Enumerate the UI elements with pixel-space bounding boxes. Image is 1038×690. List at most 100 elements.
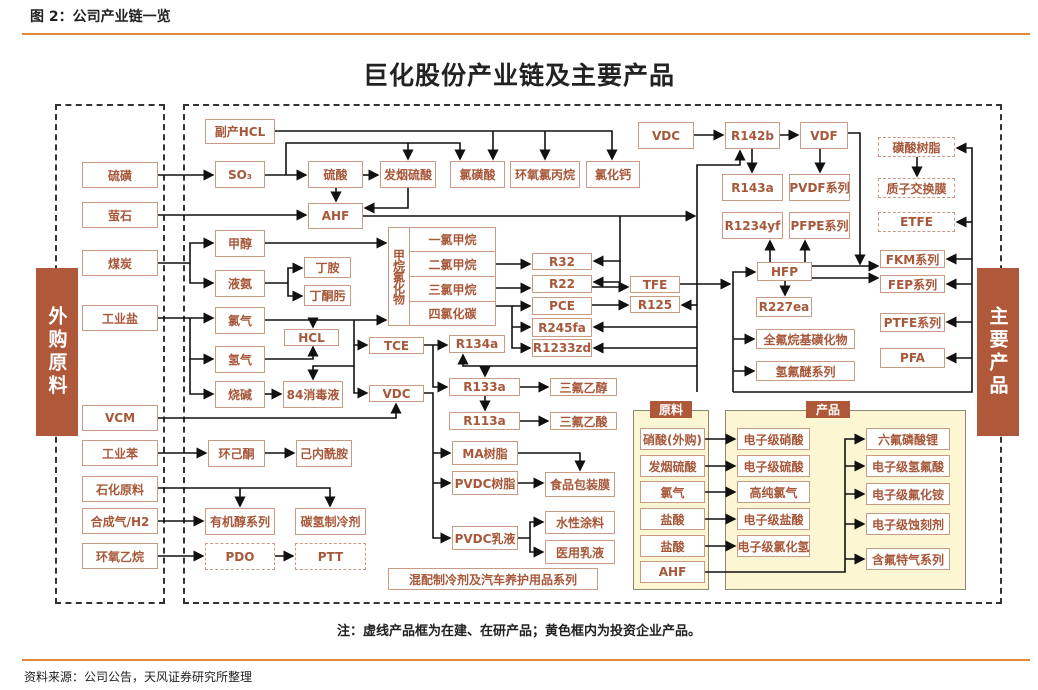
node-so3: SO₃ <box>215 161 265 188</box>
node-trichloromethane: 三氯甲烷 <box>409 276 496 302</box>
raw-syngas: 合成气/H2 <box>82 508 158 534</box>
node-pvdc-latex: PVDC乳液 <box>452 526 518 550</box>
node-ammonia: 液氨 <box>215 270 265 297</box>
node-oleum: 发烟硫酸 <box>380 161 436 188</box>
node-r133a: R133a <box>449 378 520 396</box>
invest-raw-item: AHF <box>640 561 705 583</box>
invest-raw-item: 硝酸(外购) <box>640 428 705 450</box>
node-pdo: PDO <box>205 543 275 570</box>
node-r245fa: R245fa <box>532 318 592 337</box>
node-r134a: R134a <box>449 335 505 353</box>
node-r227ea: R227ea <box>756 297 812 317</box>
node-caustic-soda: 烧碱 <box>215 381 265 408</box>
node-monochloromethane: 一氯甲烷 <box>409 227 496 252</box>
node-hydrogen: 氢气 <box>215 346 265 373</box>
bottom-divider <box>22 659 1030 661</box>
legend-note: 注：虚线产品框为在建、在研产品；黄色框内为投资企业产品。 <box>336 624 701 639</box>
node-alcohols: 有机醇系列 <box>205 508 275 535</box>
raw-benzene: 工业苯 <box>82 440 158 466</box>
raw-sulfur: 硫磺 <box>82 162 158 188</box>
node-pvdf: PVDF系列 <box>789 174 850 201</box>
node-r142b: R142b <box>725 122 780 149</box>
node-etfe: ETFE <box>878 212 955 232</box>
raw-ethylene-oxide: 环氧乙烷 <box>82 543 158 569</box>
node-carbon-tetrachloride: 四氯化碳 <box>409 301 496 326</box>
source-note: 资料来源：公司公告，天风证券研究所整理 <box>24 670 253 684</box>
raw-coal: 煤炭 <box>82 250 158 276</box>
node-ma-resin: MA树脂 <box>452 441 518 465</box>
node-pvdc-resin: PVDC树脂 <box>452 471 518 495</box>
invest-mid-item: 高纯氯气 <box>737 481 810 503</box>
node-methane-chlorides: 甲烷氯化物 <box>388 227 410 326</box>
node-hfp: HFP <box>757 262 812 281</box>
invest-mid-item: 电子级盐酸 <box>737 508 810 530</box>
top-divider <box>22 33 1030 35</box>
diagram-title: 巨化股份产业链及主要产品 <box>362 61 675 90</box>
raw-salt: 工业盐 <box>82 305 158 331</box>
node-tfe: TFE <box>630 276 680 293</box>
node-hfe: 氢氟醚系列 <box>756 361 855 381</box>
node-cyclohexanone: 环己酮 <box>208 440 265 467</box>
node-butylamine: 丁胺 <box>304 257 351 278</box>
node-r125: R125 <box>630 296 680 313</box>
node-r1233zd: R1233zd <box>532 339 592 357</box>
invest-out-item: 含氟特气系列 <box>866 548 950 570</box>
invest-mid-item: 电子级硝酸 <box>737 428 810 450</box>
invest-raw-item: 盐酸 <box>640 508 705 530</box>
raw-materials-label: 外购原料 <box>36 268 78 436</box>
node-chlorosulfonic: 氯磺酸 <box>450 161 505 188</box>
invest-raw-label: 原料 <box>650 401 692 418</box>
node-pfa: PFA <box>880 348 945 368</box>
node-sulfonic-resin: 磺酸树脂 <box>878 137 955 157</box>
node-r1234yf: R1234yf <box>722 212 783 239</box>
node-ech: 环氧氯丙烷 <box>510 161 580 188</box>
node-byproduct-hcl: 副产HCL <box>205 119 275 144</box>
node-pem: 质子交换膜 <box>878 178 955 198</box>
node-r113a: R113a <box>449 412 520 430</box>
invest-raw-item: 发烟硫酸 <box>640 455 705 477</box>
node-hcl: HCL <box>284 329 339 346</box>
invest-prod-label: 产品 <box>806 401 850 418</box>
node-pfpe: PFPE系列 <box>789 212 850 239</box>
node-vdf: VDF <box>800 122 848 149</box>
figure-title: 图 2：公司产业链一览 <box>30 9 171 25</box>
node-methanol: 甲醇 <box>215 230 265 257</box>
node-fep: FEP系列 <box>880 275 945 293</box>
node-medical-latex: 医用乳液 <box>545 540 615 564</box>
node-trifluoroethanol: 三氟乙醇 <box>550 378 617 396</box>
main-products-label: 主要产品 <box>977 268 1019 436</box>
node-r32: R32 <box>532 253 592 270</box>
invest-mid-item: 电子级硫酸 <box>737 455 810 477</box>
node-disinfectant: 84消毒液 <box>283 381 343 408</box>
node-ahf: AHF <box>308 203 363 229</box>
node-ptt: PTT <box>295 543 366 570</box>
node-fkm: FKM系列 <box>880 250 945 268</box>
invest-out-item: 电子级氟化铵 <box>866 483 950 505</box>
raw-fluorite: 萤石 <box>82 202 158 228</box>
node-water-coating: 水性涂料 <box>545 511 615 534</box>
node-r22: R22 <box>532 275 592 293</box>
node-r143a: R143a <box>722 174 783 201</box>
node-sulfuric-acid: 硫酸 <box>308 161 363 188</box>
invest-out-item: 电子级蚀刻剂 <box>866 513 950 535</box>
node-trifluoroacetic-acid: 三氟乙酸 <box>550 412 617 430</box>
invest-raw-item: 氯气 <box>640 481 705 503</box>
node-vdc: VDC <box>369 385 424 402</box>
invest-mid-item: 电子级氯化氢 <box>737 535 810 557</box>
invest-out-item: 电子级氢氟酸 <box>866 455 950 477</box>
invest-raw-item: 盐酸 <box>640 535 705 557</box>
node-food-film: 食品包装膜 <box>545 472 615 497</box>
invest-out-item: 六氟磷酸锂 <box>866 428 950 450</box>
node-dichloromethane: 二氯甲烷 <box>409 251 496 277</box>
node-mek-oxime: 丁酮肟 <box>304 285 351 306</box>
node-cacl2: 氯化钙 <box>586 161 640 188</box>
raw-vcm: VCM <box>82 405 158 431</box>
node-pce: PCE <box>532 297 592 315</box>
node-blended-refrigerant: 混配制冷剂及汽车养护用品系列 <box>388 568 598 590</box>
node-ptfe: PTFE系列 <box>880 313 945 332</box>
node-vdc-right: VDC <box>638 122 694 149</box>
node-caprolactam: 己内酰胺 <box>296 440 352 467</box>
node-tce: TCE <box>369 337 424 354</box>
